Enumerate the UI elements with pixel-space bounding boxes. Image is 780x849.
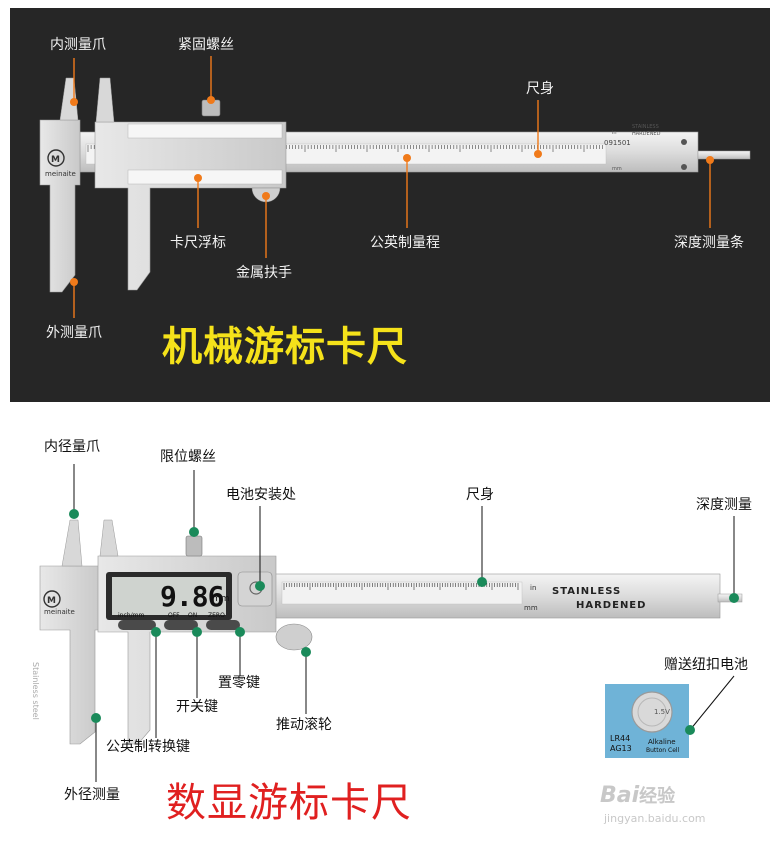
- bottom-unit-in: in: [530, 584, 537, 592]
- bottom-stamp-1: STAINLESS: [552, 586, 622, 597]
- label-unit-key: 公英制转换键: [106, 739, 190, 755]
- rivet-icon: [681, 139, 687, 145]
- brand-logo-icon: [47, 149, 65, 167]
- svg-text:M: M: [51, 155, 60, 165]
- digital-inner-jaw-moving: [99, 519, 119, 557]
- unit-button[interactable]: [118, 620, 156, 630]
- top-unit-mm: mm: [612, 166, 622, 172]
- label-battery: 电池安装处: [226, 487, 296, 503]
- bottom-brand: meinaite: [44, 608, 75, 616]
- top-model: 091501: [604, 139, 631, 147]
- fixed-jaw: [39, 119, 81, 293]
- battery-line2: AG13: [610, 744, 632, 753]
- lcd-unit: mm: [212, 594, 230, 604]
- bottom-callout-markers: [69, 509, 739, 735]
- btn-unit-label: inch/mm: [118, 612, 145, 619]
- label-thumb-wheel: 推动滚轮: [276, 717, 332, 733]
- battery-voltage: 1.5V: [654, 708, 670, 716]
- jaw-engraving: Stainless steel: [31, 662, 40, 720]
- lcd-screen: [112, 577, 226, 615]
- label-outer-jaw: 外测量爪: [46, 325, 102, 341]
- bottom-stamp-2: HARDENED: [576, 600, 647, 611]
- top-stamp-1: STAINLESS: [632, 124, 659, 130]
- btn-on-label: ON: [188, 612, 198, 619]
- digital-scale-ticks: [283, 583, 519, 590]
- btn-off-label: OFF: [168, 612, 180, 619]
- vernier-slider: [94, 121, 287, 291]
- zero-button[interactable]: [206, 620, 240, 630]
- top-unit-in: in: [612, 130, 617, 136]
- label-depth: 深度测量: [696, 497, 752, 513]
- digital-title: 数显游标卡尺: [166, 780, 412, 826]
- top-callout-lines: [73, 56, 711, 318]
- limit-screw: [185, 535, 203, 557]
- inner-jaw-moving: [95, 77, 115, 123]
- digital-caliper: M: [39, 519, 743, 745]
- bottom-unit-mm: mm: [524, 604, 538, 612]
- label-vernier: 卡尺浮标: [170, 235, 226, 251]
- watermark-logo: Bai经验: [600, 783, 676, 808]
- digital-brand-logo-icon: [43, 590, 61, 608]
- depth-bar: [697, 150, 751, 160]
- rivet-icon: [681, 164, 687, 170]
- top-stamp-2: HARDENED: [632, 131, 661, 137]
- svg-text:M: M: [47, 596, 56, 606]
- label-limit-screw: 限位螺丝: [160, 449, 216, 465]
- label-inner-jaw: 内测量爪: [50, 37, 106, 53]
- top-brand: meinaite: [45, 170, 76, 178]
- label-inner-diameter-jaw: 内径量爪: [44, 439, 100, 455]
- label-depth-bar: 深度测量条: [674, 235, 744, 251]
- watermark-url: jingyan.baidu.com: [604, 812, 706, 825]
- digital-fixed-jaw: [39, 565, 101, 745]
- label-main-scale: 尺身: [526, 81, 554, 97]
- lcd-value: 9.86: [160, 580, 224, 613]
- battery-line1: LR44: [610, 734, 631, 743]
- digital-scale-band: [281, 581, 523, 605]
- label-metric-inch-range: 公英制量程: [370, 235, 440, 251]
- mechanical-title: 机械游标卡尺: [162, 324, 408, 370]
- mechanical-caliper: M: [39, 77, 751, 293]
- battery-card: [605, 684, 689, 758]
- top-callout-dots: [70, 96, 714, 286]
- btn-zero-label: ZERO: [208, 612, 225, 619]
- battery-line3: Alkaline: [648, 738, 676, 746]
- battery-cover: [237, 571, 273, 607]
- label-main-scale-digital: 尺身: [466, 487, 494, 503]
- vernier-upper-plate: [127, 123, 283, 139]
- thumb-wheel[interactable]: [275, 623, 313, 651]
- label-lock-screw: 紧固螺丝: [178, 37, 234, 53]
- vernier-lower-plate: [127, 169, 283, 185]
- label-metal-grip: 金属扶手: [236, 265, 292, 281]
- digital-inner-jaw-fixed: [61, 519, 83, 567]
- battery-line4: Button Cell: [646, 747, 680, 754]
- label-gift-battery: 赠送纽扣电池: [664, 657, 748, 673]
- label-power-key: 开关键: [176, 699, 218, 715]
- bottom-callout-lines: [73, 464, 735, 782]
- label-outer-diameter: 外径测量: [64, 787, 120, 803]
- power-button[interactable]: [164, 620, 198, 630]
- label-zero-key: 置零键: [218, 675, 260, 691]
